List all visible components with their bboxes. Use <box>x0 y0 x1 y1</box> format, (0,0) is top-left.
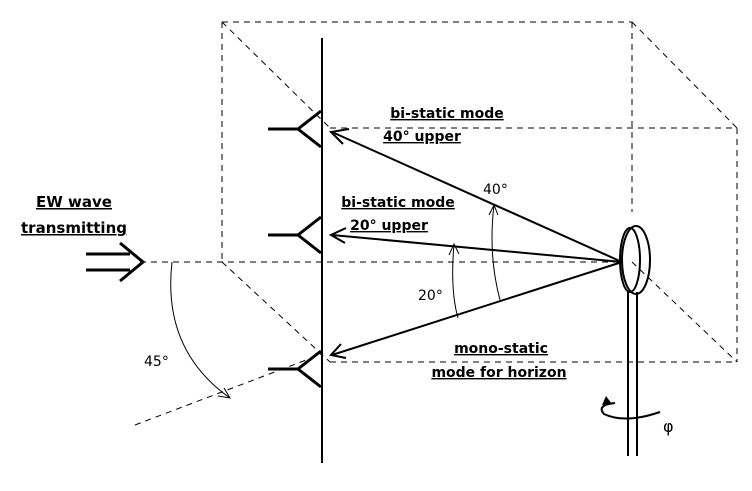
horn-antenna-middle <box>268 215 322 255</box>
measurement-space-box <box>221 21 738 363</box>
bistatic40-label-line1: bi-static mode <box>390 106 504 122</box>
ray-40-upper <box>328 128 623 263</box>
rotation-arrow <box>600 396 661 420</box>
bistatic20-label-line1: bi-static mode <box>341 195 455 211</box>
horn-antenna-bottom <box>268 349 322 389</box>
horn-antenna-top <box>268 109 322 149</box>
ray-horizon <box>329 261 623 359</box>
oblique-45-line <box>134 353 323 426</box>
angle-40-label: 40° <box>483 182 508 198</box>
angle-45-label: 45° <box>144 354 169 370</box>
ray-20-upper <box>328 227 623 263</box>
arc-45 <box>170 261 231 399</box>
arc-40 <box>491 204 501 301</box>
target-object <box>619 225 651 456</box>
angle-20-label: 20° <box>418 288 443 304</box>
mono-label-line1: mono-static <box>454 341 548 357</box>
ew-wave-arrow <box>86 241 146 283</box>
mono-label-line2: mode for horizon <box>431 365 566 381</box>
phi-label: φ <box>663 417 674 436</box>
ew-label-line2: transmitting <box>21 219 127 237</box>
bistatic40-label-line2: 40° upper <box>383 129 461 145</box>
ew-label-line1: EW wave <box>36 193 112 211</box>
arc-20 <box>452 243 459 319</box>
bistatic20-label-line2: 20° upper <box>350 218 428 234</box>
